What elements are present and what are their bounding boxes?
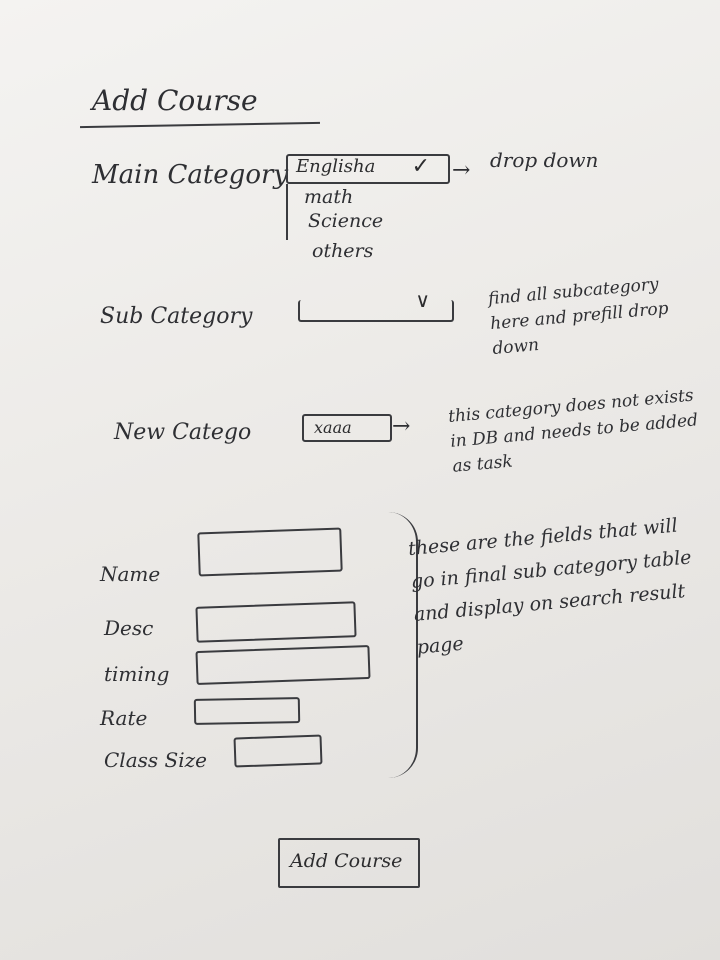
new-category-value: xaaa [314, 418, 352, 437]
desc-input[interactable] [195, 601, 357, 643]
name-label: Name [100, 562, 161, 586]
sub-category-label: Sub Category [100, 304, 253, 329]
sub-category-dropdown[interactable]: ∨ [298, 288, 454, 322]
fields-note: these are the fields that will go in fin… [407, 514, 693, 659]
timing-input[interactable] [195, 644, 371, 686]
main-category-label: Main Category [92, 160, 289, 190]
rate-input[interactable] [193, 697, 301, 725]
main-category-dropdown[interactable]: Englisha ✓ [286, 154, 450, 184]
main-category-selected: Englisha [296, 156, 376, 177]
chevron-down-icon: ✓ [411, 154, 430, 179]
option-science[interactable]: Science [308, 210, 384, 232]
class-size-label: Class Size [104, 748, 207, 772]
options-bracket [286, 184, 296, 240]
option-others[interactable]: others [312, 240, 374, 262]
new-category-input[interactable]: xaaa [302, 414, 392, 442]
title-underline [80, 121, 320, 129]
add-course-button-label: Add Course [290, 850, 403, 872]
arrow-right-icon: → [392, 414, 411, 439]
option-math[interactable]: math [304, 186, 354, 208]
add-course-button[interactable]: Add Course [278, 838, 420, 888]
timing-label: timing [104, 662, 170, 686]
arrow-right-icon: → [452, 158, 471, 183]
name-input[interactable] [197, 527, 343, 577]
chevron-down-icon: ∨ [415, 288, 430, 312]
rate-label: Rate [100, 706, 148, 730]
new-category-label: New Catego [114, 420, 252, 445]
main-category-note: drop down [490, 148, 599, 172]
fields-bracket [356, 512, 418, 778]
desc-label: Desc [104, 616, 154, 640]
new-category-note: this category does not exists in DB and … [447, 385, 699, 477]
page-title: Add Course [92, 84, 258, 117]
sub-category-note: find all subcategory here and prefill dr… [487, 274, 670, 360]
class-size-input[interactable] [233, 734, 323, 768]
